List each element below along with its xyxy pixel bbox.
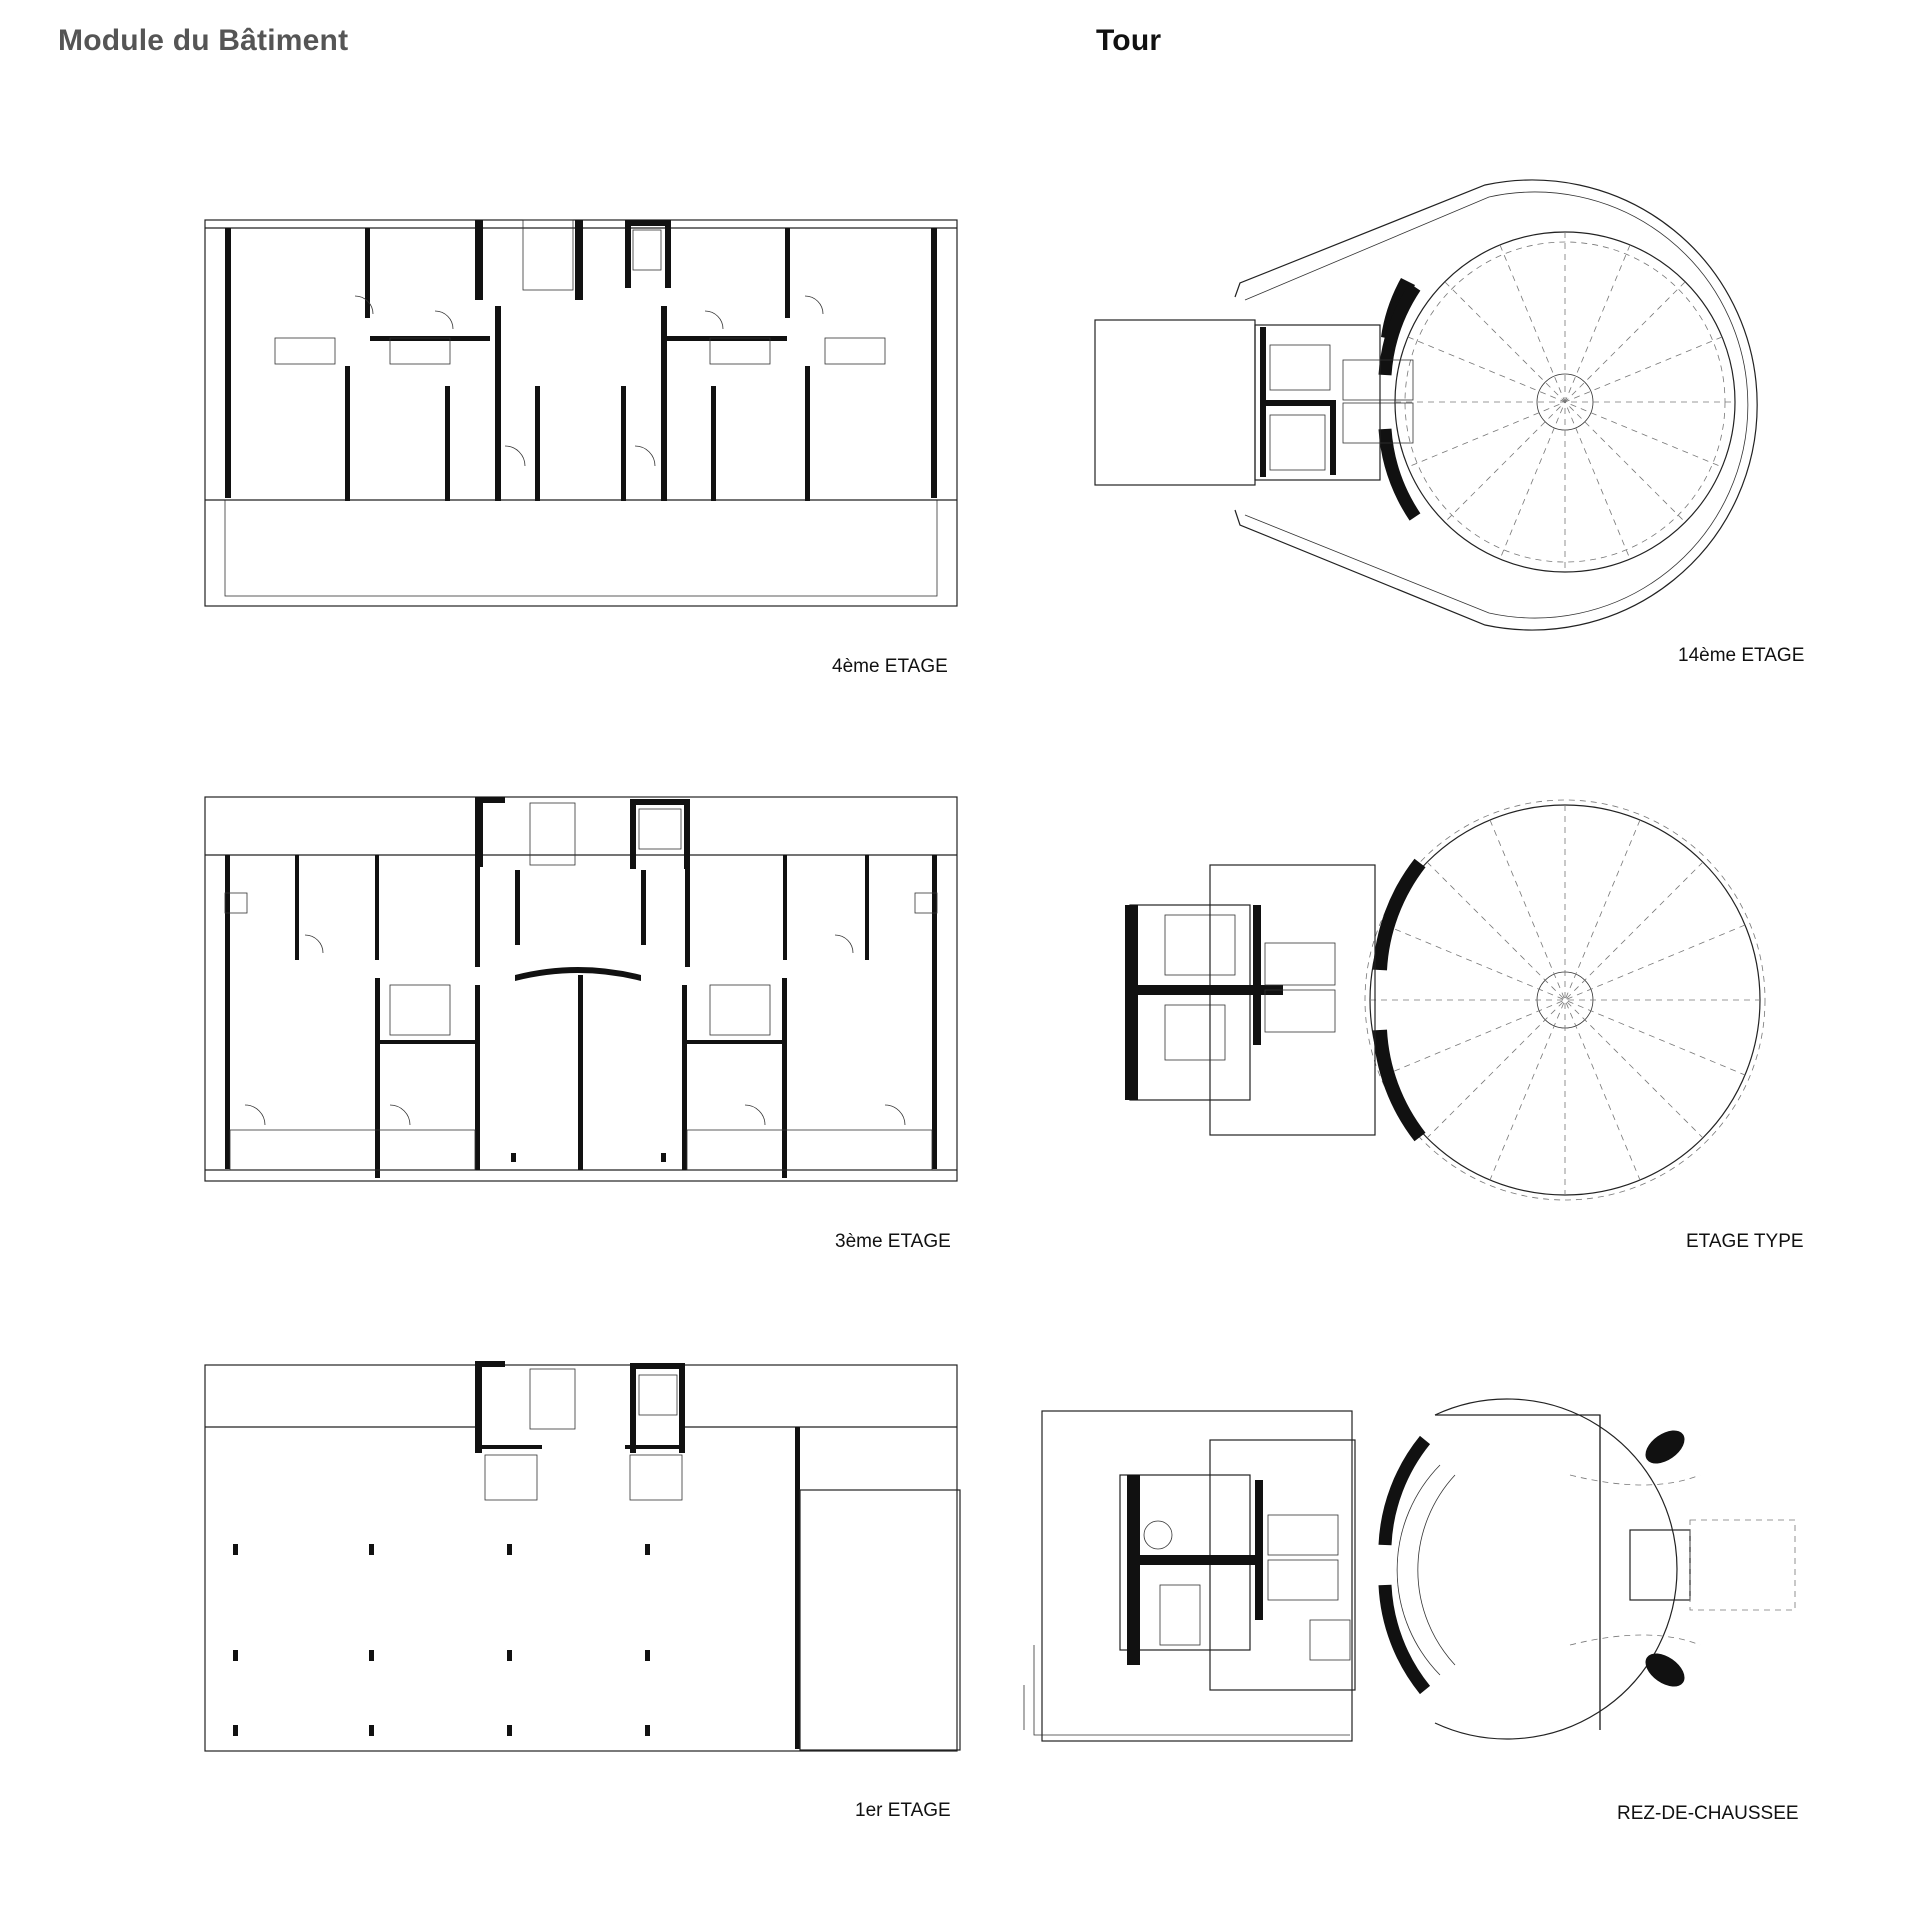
radial-grid <box>1395 232 1735 572</box>
balcony-hatch <box>224 499 938 597</box>
radial-grid <box>1370 805 1760 1195</box>
floor-plan-4th-floor <box>204 219 958 607</box>
caption-4th-floor: 4ème ETAGE <box>832 656 948 677</box>
floor-plan-14th-floor <box>1094 179 1758 631</box>
floor-plan-1st-floor <box>204 1361 961 1752</box>
floor-plan-3rd-floor <box>204 796 958 1182</box>
caption-3rd-floor: 3ème ETAGE <box>835 1231 951 1252</box>
floor-plan-typical-floor <box>1125 799 1766 1201</box>
caption-typical-floor: ETAGE TYPE <box>1686 1231 1804 1252</box>
caption-ground-floor: REZ-DE-CHAUSSEE <box>1617 1803 1799 1824</box>
floor-plan-ground-floor <box>1023 1398 1796 1742</box>
caption-14th-floor: 14ème ETAGE <box>1678 645 1805 666</box>
heading-building-module: Module du Bâtiment <box>58 24 349 57</box>
heading-tower: Tour <box>1096 24 1162 57</box>
caption-1st-floor: 1er ETAGE <box>855 1800 951 1821</box>
